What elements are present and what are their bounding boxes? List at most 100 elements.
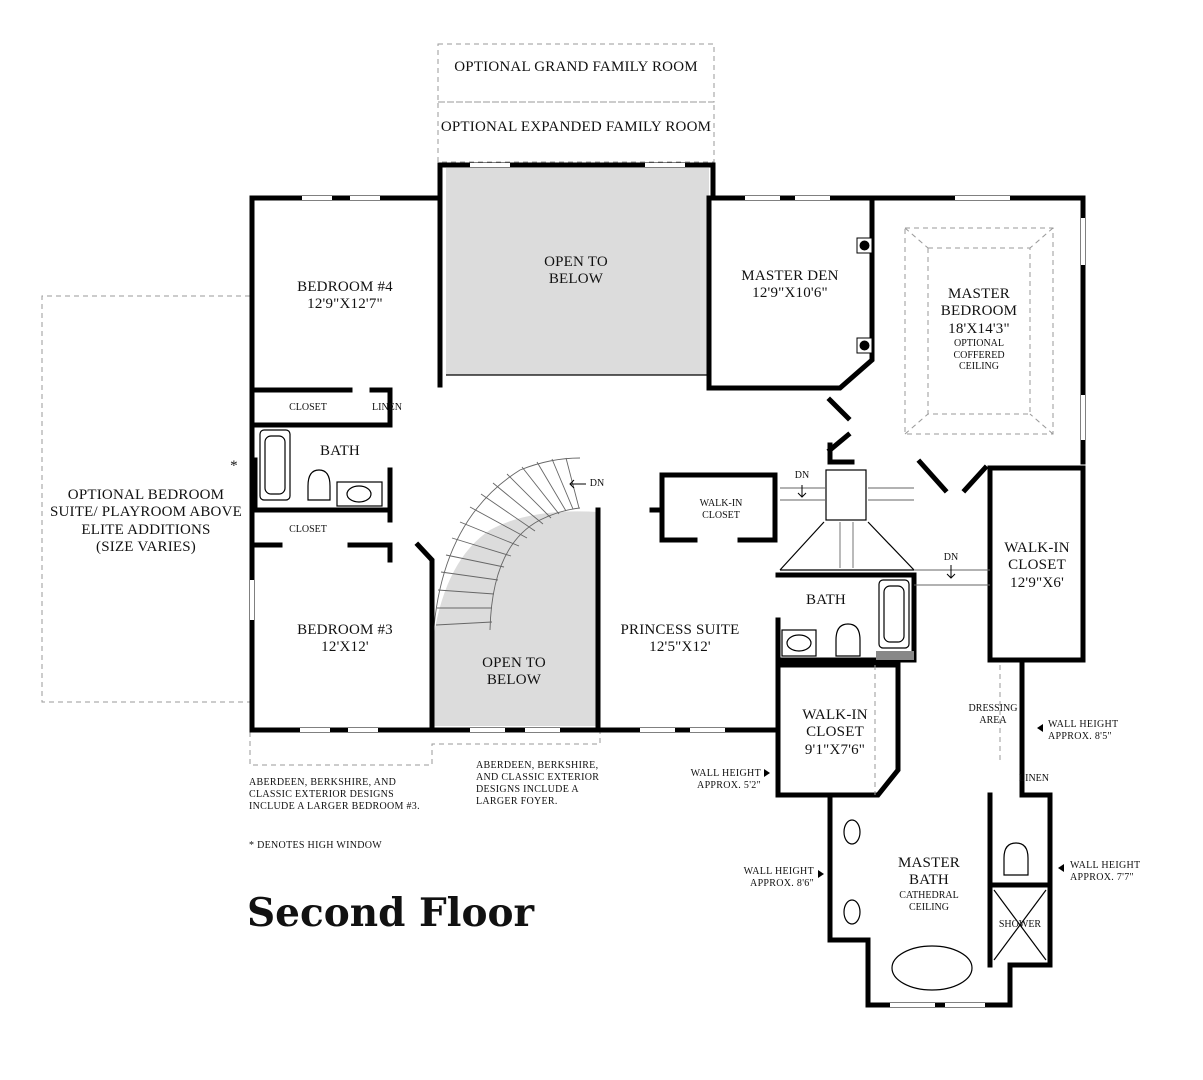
windows <box>250 163 1085 1007</box>
coffered-line2: COFFERED <box>953 349 1005 361</box>
coffered-ceiling-label: OPTIONAL COFFERED CEILING <box>939 338 1019 373</box>
master-bedroom-size: 18'X14'3" <box>948 320 1010 337</box>
dn-foyer-label: DN <box>589 478 605 489</box>
closet-top-label: CLOSET <box>289 402 327 413</box>
dn-hall-label: DN <box>943 552 959 563</box>
shower-label: SHOWER <box>998 919 1042 930</box>
wall-height-85-line2: APPROX. 8'5" <box>1048 731 1112 742</box>
walkin-princess-line1: WALK-IN <box>699 498 743 509</box>
coffered-line1: OPTIONAL <box>954 338 1004 349</box>
bedroom3-name: BEDROOM #3 <box>297 622 393 638</box>
foyer-note-line4: LARGER FOYER. <box>476 796 558 807</box>
dressing-area-label: DRESSING AREA <box>963 703 1023 726</box>
cathedral-ceiling-label: CATHEDRAL CEILING <box>889 890 969 913</box>
center-staircase <box>779 469 990 586</box>
walkin-mid-line1: WALK-IN <box>802 707 868 723</box>
master-bath-line1: MASTER <box>897 855 961 871</box>
open-to-below-upper <box>446 168 709 375</box>
master-den-size: 12'9"X10'6" <box>752 285 828 302</box>
master-bath-label: MASTER BATH <box>889 855 969 890</box>
bedroom3-note-line2: CLASSIC EXTERIOR DESIGNS <box>249 789 394 800</box>
closet-left-label: CLOSET <box>289 524 327 535</box>
expanded-family-room-label: OPTIONAL EXPANDED FAMILY ROOM <box>440 119 712 135</box>
master-den-name: MASTER DEN <box>741 268 839 284</box>
floor-title: Second Floor <box>247 890 535 936</box>
high-window-note: * DENOTES HIGH WINDOW <box>249 840 383 851</box>
bedroom4-label: BEDROOM #4 12'9"X12'7" <box>280 279 410 314</box>
linen-top-label: LINEN <box>372 402 402 413</box>
wall-height-85-note: WALL HEIGHT APPROX. 8'5" <box>1048 719 1118 743</box>
foyer-note: ABERDEEN, BERKSHIRE, AND CLASSIC EXTERIO… <box>476 760 599 808</box>
wall-height-arrows <box>764 724 1064 878</box>
walkin-master-size: 12'9"X6' <box>1010 574 1064 591</box>
optional-suite-line1: OPTIONAL BEDROOM <box>67 487 225 503</box>
bedroom4-size: 12'9"X12'7" <box>307 296 383 313</box>
princess-suite-name: PRINCESS SUITE <box>620 622 740 638</box>
open-to-below-foyer <box>433 511 598 726</box>
wall-height-77-note: WALL HEIGHT APPROX. 7'7" <box>1070 860 1140 884</box>
linen-master-label: LINEN <box>1019 773 1049 784</box>
foyer-note-line1: ABERDEEN, BERKSHIRE, <box>476 760 599 771</box>
walkin-mid-label: WALK-IN CLOSET 9'1"X7'6" <box>785 707 885 759</box>
wall-height-52-note: WALL HEIGHT APPROX. 5'2" <box>681 768 761 792</box>
bedroom4-name: BEDROOM #4 <box>297 279 393 295</box>
bath-fixtures-left <box>259 429 383 507</box>
master-bedroom-label: MASTER BEDROOM 18'X14'3" <box>929 286 1029 338</box>
walkin-master-label: WALK-IN CLOSET 12'9"X6' <box>992 540 1082 592</box>
dn-arrows <box>569 479 956 579</box>
curved-staircase <box>432 457 581 641</box>
wall-height-86-line2: APPROX. 8'6" <box>750 878 814 889</box>
master-bedroom-line2: BEDROOM <box>940 303 1018 320</box>
bedroom3-note: ABERDEEN, BERKSHIRE, AND CLASSIC EXTERIO… <box>249 777 420 813</box>
walkin-mid-line2: CLOSET <box>806 724 864 741</box>
high-window-marker: * <box>230 458 238 474</box>
cathedral-line1: CATHEDRAL <box>899 890 959 901</box>
bath-princess-label: BATH <box>806 592 846 608</box>
master-den-label: MASTER DEN 12'9"X10'6" <box>725 268 855 303</box>
open-to-below-foyer-line2: BELOW <box>486 672 542 689</box>
master-bath-line2: BATH <box>909 872 949 889</box>
bedroom3-note-line3: INCLUDE A LARGER BEDROOM #3. <box>249 801 420 812</box>
princess-suite-size: 12'5"X12' <box>649 639 711 656</box>
optional-suite-line4: (SIZE VARIES) <box>96 538 196 555</box>
walkin-master-line1: WALK-IN <box>1004 540 1070 556</box>
open-to-below-upper-label: OPEN TO BELOW <box>520 254 632 289</box>
cathedral-line2: CEILING <box>909 901 949 913</box>
bath-fixtures-master <box>843 819 1047 991</box>
open-to-below-upper-line1: OPEN TO <box>544 254 608 270</box>
wall-height-77-line2: APPROX. 7'7" <box>1070 872 1134 883</box>
walkin-mid-size: 9'1"X7'6" <box>804 741 866 758</box>
open-to-below-foyer-label: OPEN TO BELOW <box>458 655 570 690</box>
bedroom3-label: BEDROOM #3 12'X12' <box>280 622 410 657</box>
optional-dashed-outlines <box>41 43 715 766</box>
den-columns <box>856 237 873 354</box>
walkin-master-line2: CLOSET <box>1008 557 1066 574</box>
dressing-line1: DRESSING <box>968 703 1018 714</box>
bedroom3-size: 12'X12' <box>321 639 369 656</box>
wall-height-52-line2: APPROX. 5'2" <box>697 780 761 791</box>
grand-family-room-label: OPTIONAL GRAND FAMILY ROOM <box>454 59 698 75</box>
bath-fixtures-princess <box>781 579 914 660</box>
optional-suite-label: OPTIONAL BEDROOM SUITE/ PLAYROOM ABOVE E… <box>42 487 250 556</box>
optional-suite-line2: SUITE/ PLAYROOM ABOVE <box>49 504 242 521</box>
wall-height-86-note: WALL HEIGHT APPROX. 8'6" <box>734 866 814 890</box>
wall-height-77-line1: WALL HEIGHT <box>1070 860 1141 871</box>
wall-height-85-line1: WALL HEIGHT <box>1048 719 1119 730</box>
bedroom3-note-line1: ABERDEEN, BERKSHIRE, AND <box>249 777 397 788</box>
foyer-note-line2: AND CLASSIC EXTERIOR <box>476 772 600 783</box>
dn-stair-label: DN <box>794 470 810 481</box>
walkin-princess-line2: CLOSET <box>702 509 740 521</box>
dressing-area-dashed <box>874 665 1001 795</box>
wall-height-86-line1: WALL HEIGHT <box>743 866 814 877</box>
coffered-line3: CEILING <box>959 361 999 372</box>
open-to-below-foyer-line1: OPEN TO <box>482 655 546 671</box>
master-bedroom-line1: MASTER <box>947 286 1011 302</box>
coffered-ceiling <box>904 227 1054 435</box>
optional-suite-line3: ELITE ADDITIONS <box>81 521 211 538</box>
foyer-note-line3: DESIGNS INCLUDE A <box>476 784 579 795</box>
walkin-princess-label: WALK-IN CLOSET <box>682 498 760 521</box>
open-to-below-upper-line2: BELOW <box>548 271 604 288</box>
wall-height-52-line1: WALL HEIGHT <box>690 768 761 779</box>
interior-walls <box>252 195 1086 1008</box>
